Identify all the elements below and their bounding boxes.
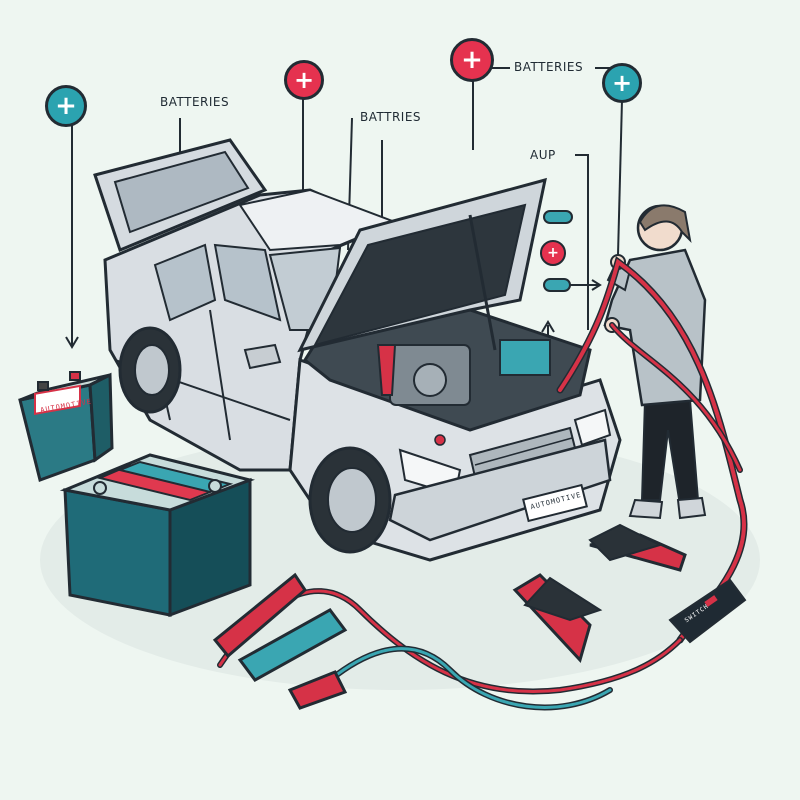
car-mirror (243, 343, 282, 370)
engine-red-cap (434, 434, 446, 446)
booster-box-light (704, 595, 718, 607)
plus-sign-red-right: + (450, 38, 494, 82)
car-battery-in-bay (499, 339, 551, 376)
person-shoe-right (676, 496, 707, 520)
car-rear-window (153, 243, 217, 322)
clamp-handle-red-small (287, 670, 348, 710)
car-bumper (388, 438, 612, 542)
car (93, 138, 622, 562)
booster-box-body (668, 578, 747, 644)
clamp-handle-red-left (212, 572, 307, 659)
pointer-line-up-arrowhead (541, 320, 555, 333)
label-battries: BATTRIES (360, 110, 422, 124)
person-hair (638, 204, 692, 243)
pointer-line-aup (575, 154, 589, 330)
pointer-line-left-arrow (65, 336, 79, 349)
label-batteries-top: BATTERIES (514, 60, 584, 74)
large-battery (59, 453, 256, 618)
clamp-handle-teal-left (237, 608, 348, 682)
plus-sign-red-top: + (284, 60, 324, 100)
clamp-jaw-dark-middle (523, 576, 603, 622)
minus-pill-teal-2 (543, 278, 571, 292)
booster-box (668, 578, 747, 644)
pointer-line-small-arrow (570, 279, 602, 291)
car-headlight-right (573, 408, 612, 447)
car-door-line (209, 309, 231, 441)
small-battery-side (88, 372, 114, 463)
large-battery-front (63, 488, 172, 617)
pointer-line-teal-right (617, 99, 623, 256)
car-trunk-window (113, 150, 250, 234)
hood-prop-rod (468, 214, 497, 351)
clamp-jaw-dark-right (588, 523, 663, 562)
car-wheel-front-hub (327, 467, 377, 533)
small-battery-sticker (34, 384, 81, 416)
car-wheel-rear-hub (134, 344, 170, 396)
small-battery-terminal-red (69, 371, 81, 381)
floor-clamps (212, 523, 687, 710)
cable-red-main-fill (558, 258, 747, 642)
plus-sign-teal-left: + (45, 85, 87, 127)
plus-sign-red-small: + (540, 240, 566, 266)
large-battery-terminal-2 (208, 479, 222, 493)
grille-line-1 (474, 437, 573, 466)
cable-red-ground-fill (610, 323, 742, 472)
plus-sign-teal-right: + (602, 63, 642, 103)
label-aup: AUP (530, 148, 556, 162)
person-hoodie (603, 248, 707, 407)
car-hood-inner (313, 203, 527, 347)
engine-red-clamp (376, 344, 397, 396)
license-plate (522, 483, 588, 523)
car-front-window (213, 243, 282, 322)
small-battery-terminal-dark (37, 381, 49, 391)
minus-pill-teal-1 (543, 210, 573, 224)
cable-floor-teal-fill (328, 647, 612, 709)
large-battery-terminal-1 (93, 481, 107, 495)
person-shoe-left (628, 498, 664, 520)
engine-pulley (413, 363, 447, 397)
large-battery-teal-band (116, 460, 234, 494)
label-batteries-left: BATTERIES (160, 95, 230, 109)
small-battery (18, 371, 114, 482)
